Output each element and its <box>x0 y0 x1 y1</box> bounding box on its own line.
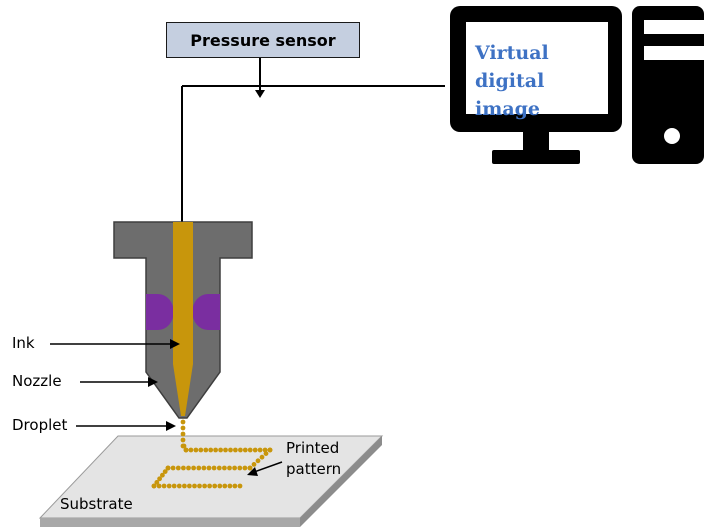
printed-dot <box>232 483 238 489</box>
printed-dot <box>187 483 192 489</box>
printed-dot <box>197 483 202 489</box>
printed-dot <box>232 465 238 471</box>
printed-dot <box>242 447 248 453</box>
printed-dot <box>203 447 209 453</box>
ink-droplet <box>180 425 186 431</box>
leader-arrows <box>50 343 283 473</box>
printed-dot <box>262 447 268 453</box>
printed-dot <box>263 451 269 456</box>
printed-dot <box>206 465 212 471</box>
printed-dot <box>171 483 177 489</box>
printed-dot <box>242 465 248 471</box>
printed-dot <box>247 465 253 471</box>
printed-dot <box>202 483 208 489</box>
printed-dot <box>181 465 186 471</box>
printed-dot <box>170 465 176 471</box>
printed-dot <box>227 465 232 471</box>
printed-dot <box>192 483 197 489</box>
printed-dot <box>228 447 233 453</box>
printed-dot <box>233 447 238 453</box>
pressure-sensor-box: Pressure sensor <box>166 22 360 58</box>
printed-pattern-label-line1: Printed <box>286 439 340 457</box>
printed-dot <box>213 447 219 453</box>
piezo-actuator-left <box>146 294 174 330</box>
printed-dot <box>198 447 204 453</box>
droplet-label: Droplet <box>12 416 68 434</box>
printed-dot <box>208 447 214 453</box>
printed-dot <box>216 465 222 471</box>
printed-dot <box>255 458 261 464</box>
ink-droplet <box>180 431 186 437</box>
computer-tower-icon <box>632 6 704 164</box>
printed-dot <box>207 483 213 489</box>
printed-dot <box>247 447 253 453</box>
printed-dot <box>183 447 189 453</box>
screen-caption-line1: Virtual <box>475 42 549 64</box>
signal-cable <box>181 58 445 222</box>
printed-dot <box>212 483 218 489</box>
ink-droplet <box>180 419 186 425</box>
ink-channel <box>173 222 193 416</box>
printed-dot <box>223 447 228 453</box>
printed-dot <box>181 443 187 449</box>
pressure-sensor-label: Pressure sensor <box>190 30 336 50</box>
monitor-icon <box>450 6 622 164</box>
printed-dot <box>166 483 172 489</box>
printed-dot <box>186 465 191 471</box>
printed-dot <box>188 447 194 453</box>
printed-dot <box>151 483 157 489</box>
substrate-plate <box>38 435 384 527</box>
printed-dot <box>222 483 228 489</box>
printed-dot <box>238 447 243 453</box>
printed-pattern <box>151 443 273 489</box>
printed-dot <box>196 465 202 471</box>
printed-dot <box>160 472 165 478</box>
ink-droplet <box>180 437 186 443</box>
printed-dot <box>201 465 207 471</box>
printed-dot <box>175 465 181 471</box>
screen-caption: Virtual digital image <box>475 39 615 123</box>
nozzle-label: Nozzle <box>12 372 62 390</box>
printed-dot <box>191 465 197 471</box>
printed-dot <box>176 483 182 489</box>
arrowheads <box>148 339 258 476</box>
printed-dot <box>211 465 217 471</box>
sensor-arrowhead <box>255 90 265 98</box>
printed-dot <box>218 447 224 453</box>
printed-dot <box>156 483 162 489</box>
piezo-actuator-right <box>192 294 220 330</box>
printed-dot <box>165 465 171 471</box>
printed-dot <box>237 483 243 489</box>
printed-dot <box>252 447 258 453</box>
printed-dot <box>267 447 273 453</box>
printed-dot <box>154 480 160 485</box>
printed-dot <box>257 447 263 453</box>
screen-caption-line2: digital image <box>475 70 545 120</box>
substrate-label: Substrate <box>60 495 133 513</box>
printed-dot <box>193 447 199 453</box>
printed-dot <box>259 454 265 460</box>
printed-dot <box>227 483 233 489</box>
printed-dot <box>237 465 243 471</box>
printed-dot <box>222 465 227 471</box>
printed-dot <box>162 469 168 474</box>
printed-dot <box>217 483 223 489</box>
printed-dot <box>182 483 187 489</box>
printed-dot <box>157 476 163 482</box>
printed-dot <box>251 462 257 467</box>
printed-pattern-label-line2: pattern <box>286 460 342 478</box>
ink-label: Ink <box>12 334 35 352</box>
printed-dot <box>161 483 167 489</box>
